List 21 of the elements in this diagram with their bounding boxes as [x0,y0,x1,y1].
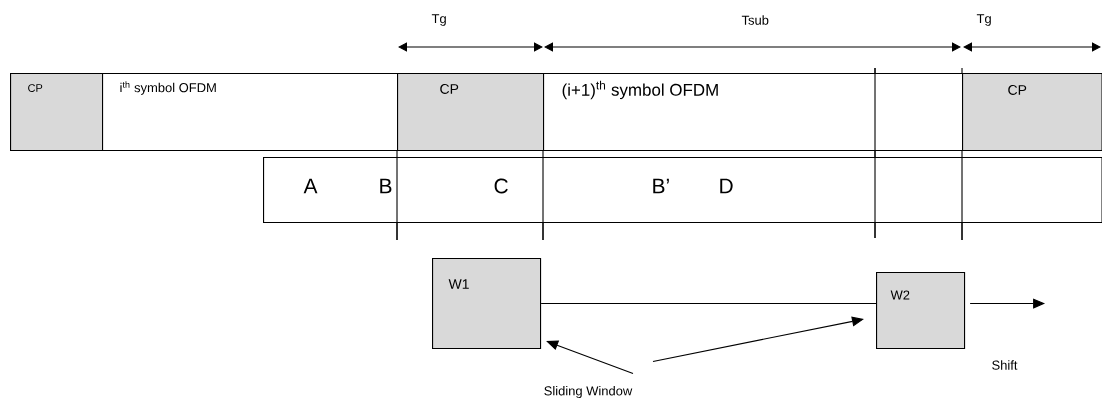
node-label: D [720,178,733,194]
arrow [546,340,634,374]
sample-band: A B C B’ D [263,157,1102,224]
cp-box: CP [397,73,545,152]
arrow [652,316,864,362]
node-label: C [494,178,508,194]
node-label: A [303,178,318,194]
symbol-box: i$^{th}$ symbol OFDM [102,73,399,152]
cp-box: CP [10,73,104,152]
window-box: W1 [432,258,542,350]
connector-line [540,303,877,305]
caption-text: Sliding Window [544,385,633,399]
dimension-label: Tg [431,14,446,26]
dimension-label: Tsub [741,15,769,25]
symbol-box: (i+1)$^{th}$ symbol OFDM [543,73,964,152]
shift-label: Shift [992,360,1018,370]
cp-box: CP [962,73,1102,152]
node-label: B [380,178,392,194]
node-label: B’ [653,178,669,194]
window-box: W2 [876,272,966,350]
dimension-label: Tg [976,14,991,26]
